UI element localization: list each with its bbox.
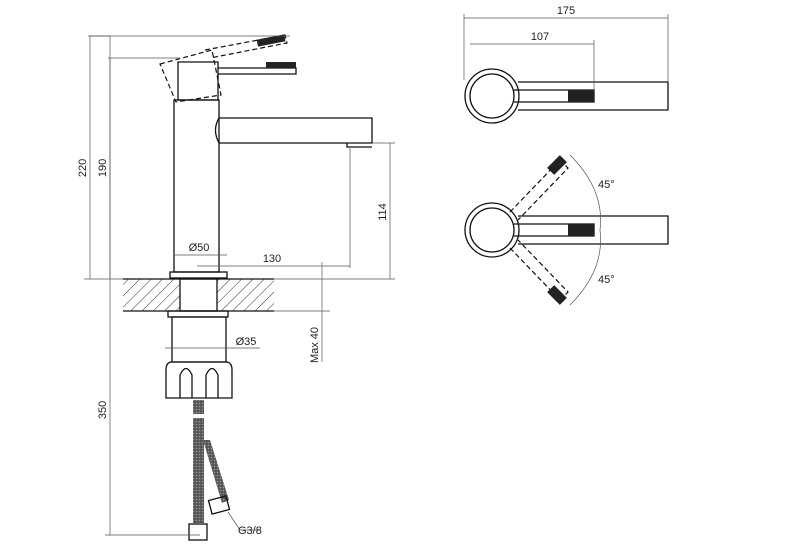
dim-total-length: 175 <box>557 5 575 17</box>
angle-down: 45° <box>598 274 615 286</box>
dim-max-deck: Max 40 <box>309 327 321 363</box>
dim-spout-height: 114 <box>377 203 389 221</box>
dim-hose-thread: G3/8 <box>238 525 262 537</box>
dim-shank-diameter: Ø35 <box>236 336 257 348</box>
dim-hose-length: 350 <box>97 401 109 419</box>
dim-body-diameter: Ø50 <box>189 242 210 254</box>
side-view: 220 190 114 Ø50 130 Ø35 Max 40 350 G3/8 <box>77 34 395 541</box>
top-view: 175 107 <box>463 5 669 124</box>
dim-reach: 130 <box>263 253 281 265</box>
dim-spout-top: 190 <box>97 159 109 177</box>
spout <box>219 117 373 144</box>
dim-handle-length: 107 <box>531 31 549 43</box>
rotation-view: 45° 45° <box>464 154 669 306</box>
dim-total-height: 220 <box>77 159 89 177</box>
angle-up: 45° <box>598 179 615 191</box>
